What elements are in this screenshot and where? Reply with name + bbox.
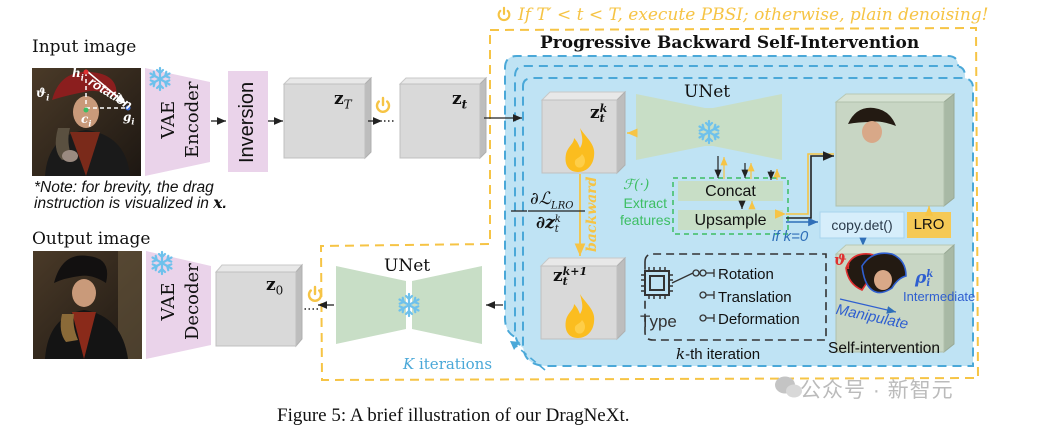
switch-connector-icons [671,269,715,322]
z0-label: z0 [266,275,284,298]
vae-encoder-shape [145,68,210,176]
gradient-numerator: ∂ℒLRO [530,189,574,212]
theta-i-label: ϑi [834,251,851,272]
latent-cube-zT [282,76,373,160]
theta-label: ϑi [36,86,50,103]
power-icon [375,96,391,113]
target-face-thumbnail [848,107,896,143]
vae-decoder-shape [146,251,211,359]
figure-caption: Figure 5: A brief illustration of our Dr… [277,405,630,426]
option-rotation: Rotation [718,266,774,283]
self-intervention-label: Self-intervention [828,340,941,357]
handle-point-label: hi [72,66,84,83]
unet-outer-label: UNet [384,256,431,276]
wechat-icon [775,376,802,398]
intermediate-label: Intermediate [903,289,976,304]
vae-encoder-label: VAE Encoder [158,81,203,158]
output-image-label: Output image [32,229,151,249]
manipulated-face [845,252,907,294]
kth-iteration-label: k-th iteration [676,345,761,363]
input-image [32,68,141,176]
k-iterations-label: K iterations [403,355,493,373]
condition-banner: If T′ < t < T, execute PBSI; otherwise, … [496,5,989,25]
inversion-box [228,71,268,172]
watermark: 公众号 · 新智元 [800,379,954,402]
power-icon [307,285,323,302]
zT-label: zT [334,89,352,112]
feature-cube [834,92,956,208]
goal-point-label: gi [123,110,135,127]
unet-inner-shape [636,94,782,160]
concat-box [678,181,783,201]
upsample-box [678,210,783,230]
if-k0-label: if k=0 [772,228,809,245]
unet-outer-shape [336,266,482,344]
feature-extract-box [672,177,789,235]
option-deformation: Deformation [718,311,800,328]
latent-cube-zt [398,76,488,160]
type-label: Type [640,312,677,331]
latent-cube-z0 [214,263,304,348]
pbsi-condition-boundary [319,26,980,382]
input-image-label: Input image [32,37,137,57]
option-translation: Translation [718,288,792,306]
output-image [33,251,142,359]
unet-inner-label: UNet [684,82,731,102]
type-options: Rotation Translation Deformation [718,264,800,332]
extract-features-label: Extract features [620,195,671,228]
lro-box [907,212,951,238]
copy-det-label: copy.det() [831,217,893,233]
lro-label: LRO [913,216,945,233]
vae-decoder-label: VAE Decoder [158,263,203,340]
chip-icon [641,267,673,299]
power-icon [497,6,511,22]
feature-func-label: ℱ(·) [623,177,650,193]
backward-label: backward [584,176,600,252]
zt-label: zt [452,89,468,112]
upsample-label: Upsample [694,212,767,229]
inversion-label: Inversion [236,81,258,163]
center-point-label: ci [81,112,92,129]
concat-label: Concat [705,183,756,200]
latent-cube-ztk1 [539,256,627,341]
pbsi-title: Progressive Backward Self-Intervention [540,33,920,53]
type-selection-box [644,253,827,341]
drag-note: *Note: for brevity, the drag instruction… [34,179,227,212]
